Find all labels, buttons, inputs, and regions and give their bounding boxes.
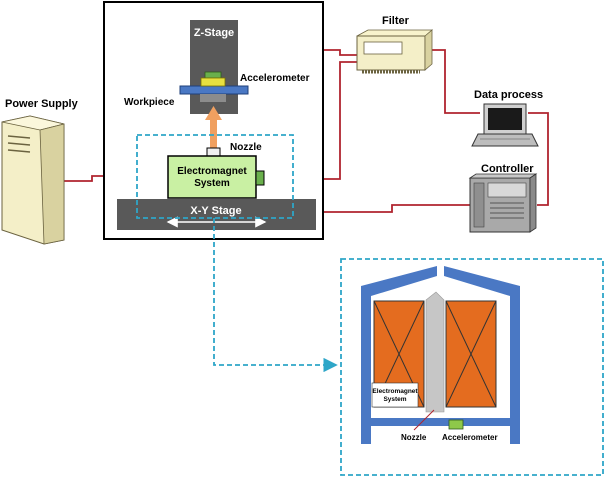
power-supply-label: Power Supply [5,98,79,110]
detail-electromagnet-box [371,382,419,408]
accelerometer-sensor [204,71,222,79]
electromagnet-label-line1: Electromagnet [177,166,247,177]
xy-stage-label: X-Y Stage [190,205,241,217]
workpiece-plate [179,85,249,95]
nozzle-label: Nozzle [230,142,262,153]
data-process-label: Data process [474,89,543,101]
detail-accelerometer [448,419,464,430]
power-supply-unit [1,115,65,245]
jet-arrow [205,106,222,148]
electromagnet-label-line2: System [194,178,230,189]
controller-unit [468,173,538,233]
controller-label: Controller [481,163,534,175]
nozzle-tip [206,147,221,157]
electromagnet-connector [255,170,265,186]
detail-frame [361,266,520,444]
detail-nozzle-label: Nozzle [401,433,427,442]
wire-dataprocess-to-controller [528,112,549,206]
detail-connector-line [213,218,338,373]
detail-nozzle-pointer [413,409,435,431]
data-process-laptop [471,103,539,147]
workpiece-holder [200,94,226,102]
detail-electromagnet-label-line1: Electromagnet [372,388,418,395]
detail-electromagnet-label-line2: System [383,396,406,403]
z-stage-label: Z-Stage [194,27,234,39]
electromagnet-system [167,155,257,199]
filter-label: Filter [382,15,410,27]
detail-accelerometer-label: Accelerometer [442,433,498,442]
wire-filter-to-dataprocess [425,49,480,114]
filter-device [356,29,433,74]
detail-coil-right [445,300,497,408]
accelerometer-base [200,77,226,87]
workpiece-label: Workpiece [124,97,175,108]
detail-highlight-box [136,134,294,219]
accelerometer-label: Accelerometer [240,73,310,84]
wire-stage-to-controller [316,204,470,213]
detail-nozzle-column [425,291,445,413]
